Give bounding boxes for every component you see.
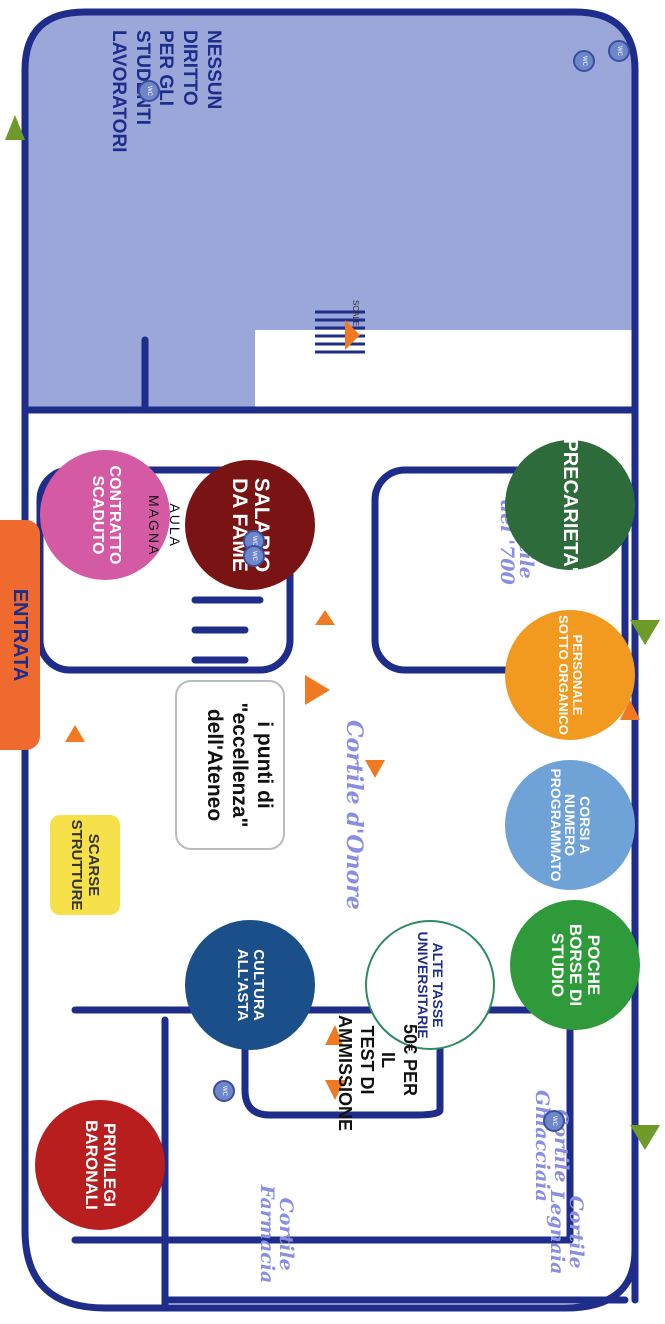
stairs bbox=[315, 310, 365, 354]
marker-orange-3 bbox=[365, 760, 385, 778]
circle-personale: PERSONALE SOTTO ORGANICO bbox=[505, 610, 635, 740]
entrata-label: ENTRATA bbox=[9, 588, 32, 682]
label-cultura: CULTURA ALL'ASTA bbox=[234, 948, 267, 1022]
orange-markers bbox=[65, 320, 640, 1100]
test-box-wall bbox=[241, 1006, 444, 1119]
marker-orange-8 bbox=[345, 320, 360, 350]
circle-privilegi: PRIVILEGI BARONALI bbox=[35, 1100, 165, 1230]
green-markers bbox=[5, 115, 660, 1150]
marker-orange-1 bbox=[620, 700, 640, 720]
wc-icon: WC bbox=[608, 40, 630, 62]
circle-corsi: CORSI A NUMERO PROGRAMMATO bbox=[505, 760, 635, 890]
test-box-label: 50€ PER IL TEST DI AMMISSIONE bbox=[335, 1015, 420, 1132]
label-personale: PERSONALE SOTTO ORGANICO bbox=[556, 615, 585, 735]
wc-icon: WC bbox=[573, 50, 595, 72]
wc-icon: WC bbox=[243, 545, 265, 567]
entrata-tab[interactable]: ENTRATA bbox=[0, 520, 40, 750]
marker-orange-2 bbox=[305, 675, 330, 705]
marker-green-3 bbox=[5, 115, 25, 140]
circle-poche-borse: POCHE BORSE DI STUDIO bbox=[510, 900, 640, 1030]
marker-orange-4 bbox=[325, 1025, 343, 1045]
label-privilegi: PRIVILEGI BARONALI bbox=[82, 1120, 119, 1210]
scarse-label: SCARSE STRUTTURE bbox=[68, 819, 102, 911]
marker-orange-5 bbox=[325, 1080, 345, 1100]
label-corsi: CORSI A NUMERO PROGRAMMATO bbox=[547, 768, 594, 882]
nessun-label: NESSUN DIRITTO PER GLI STUDENTI LAVORATO… bbox=[108, 30, 224, 153]
circle-precarieta: PRECARIETA' bbox=[505, 438, 635, 572]
courtyard-farmacia: Cortile Farmacia bbox=[256, 1185, 297, 1284]
circle-cultura: CULTURA ALL'ASTA bbox=[185, 920, 315, 1050]
wc-icon: WC bbox=[138, 80, 160, 102]
center-label: i punti di "eccellenza" dell'Ateneo bbox=[175, 680, 285, 850]
scarse-box: SCARSE STRUTTURE bbox=[50, 815, 120, 915]
wc-icon: WC bbox=[213, 1080, 235, 1102]
label-poche-borse: POCHE BORSE DI STUDIO bbox=[548, 923, 603, 1007]
courtyard-legnaia: Cortile Legnaia bbox=[546, 1190, 587, 1275]
circle-salario: SALARIO DA FAME bbox=[185, 460, 315, 590]
courtyard-700-wall bbox=[371, 466, 629, 674]
label-contratto: CONTRATTO SCADUTO bbox=[89, 465, 123, 565]
aula-magna-label: AULA MAGNA bbox=[146, 495, 183, 557]
scale-label: SCALE bbox=[351, 300, 360, 327]
wc-icon: WC bbox=[543, 1110, 565, 1132]
marker-green-2 bbox=[630, 620, 660, 645]
marker-orange-7 bbox=[315, 610, 335, 625]
courtyard-onore: Cortile d'Onore bbox=[341, 720, 367, 910]
shaded-room bbox=[25, 12, 635, 410]
label-precarieta: PRECARIETA' bbox=[559, 438, 582, 572]
marker-green-1 bbox=[630, 1125, 660, 1150]
courtyard-ghiacciaia: Cortile Ghiacciaia bbox=[531, 1090, 572, 1202]
marker-orange-6 bbox=[65, 725, 85, 742]
